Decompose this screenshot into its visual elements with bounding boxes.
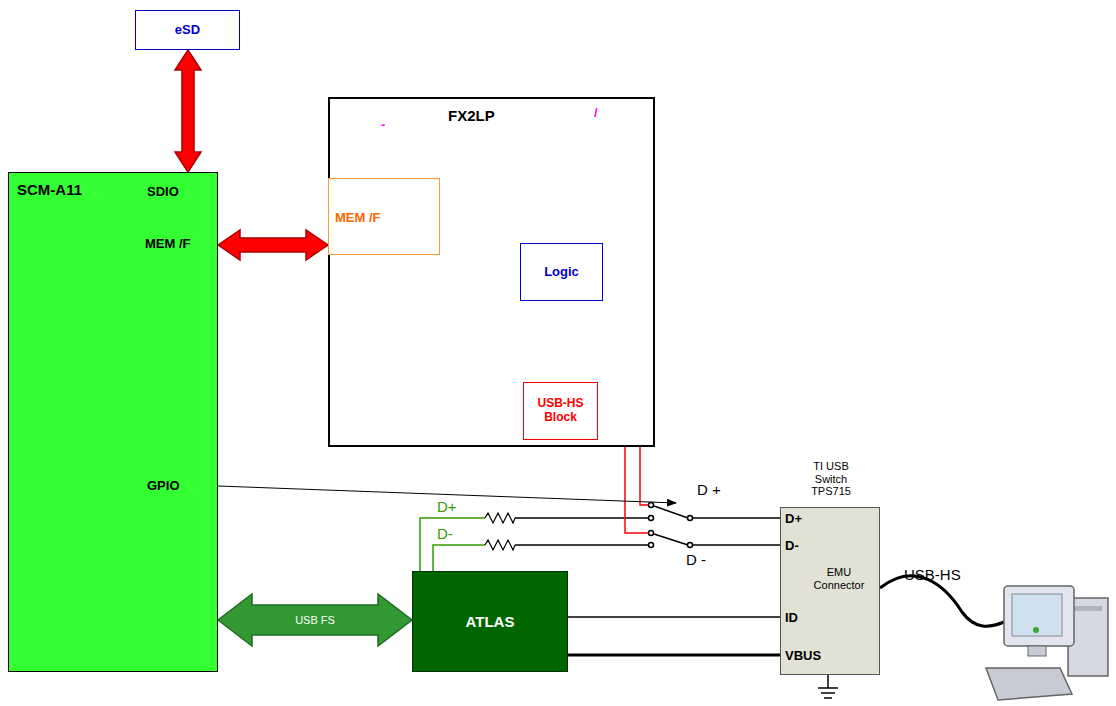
node-label: USB-HS Block [530, 397, 592, 425]
computer-illustration [986, 586, 1108, 700]
node-label: GPIO [147, 479, 180, 494]
node-label: eSD [175, 23, 200, 38]
usb-cable [880, 576, 1004, 627]
node-label: SDIO [147, 185, 179, 200]
memory-interface-box: MEM /F [328, 178, 440, 255]
signal-name: D - [686, 551, 706, 568]
node-label: FX2LP [448, 107, 495, 124]
stray-mark: / [594, 106, 598, 121]
cable-label: USB-HS [904, 566, 961, 583]
edge-label: USB FS [293, 614, 337, 627]
node-label: MEM /F [145, 237, 191, 252]
switch-input-wire [515, 518, 648, 545]
node-label: VBUS [785, 649, 821, 664]
node-label: D+ [785, 512, 802, 527]
usb-controller-box: FX2LP MEM /F LogicUSB-HS Block [328, 97, 655, 447]
node-label: ATLAS [466, 613, 515, 630]
processor-box: SCM-A11 SDIO MEM /F GPIO [8, 172, 218, 672]
ground-symbol [818, 675, 838, 698]
signal-name: D+ [437, 498, 457, 515]
bus-arrow [218, 230, 328, 260]
memory-card-box: eSD [135, 10, 240, 50]
usb-switch-symbol [649, 503, 693, 548]
usb-hs-block: USB-HS Block [523, 382, 598, 440]
vbus-wire [568, 654, 780, 657]
stray-mark: - [381, 118, 385, 133]
node-label: D- [785, 539, 799, 554]
node-label: SCM-A11 [17, 181, 82, 198]
power-ic-box: ATLAS [412, 571, 568, 672]
signal-name: D- [437, 525, 453, 542]
node-label: ID [785, 611, 798, 626]
signal-name: D + [697, 481, 721, 498]
emu-connector-box: TI USB Switch TPS715D+D-EMU ConnectorIDV… [780, 507, 880, 675]
bus-arrow [175, 50, 201, 172]
usb-fs-arrow [218, 594, 412, 646]
node-label: EMU Connector [801, 566, 877, 591]
resistor-symbol [485, 513, 515, 550]
atlas-dp-wire [420, 518, 485, 571]
switch-output-wire [693, 518, 780, 545]
id-wire [568, 616, 780, 618]
node-label: MEM /F [335, 211, 381, 226]
node-label: Logic [544, 265, 579, 280]
logic-box: Logic [520, 243, 603, 301]
node-heading: TI USB Switch TPS715 [798, 460, 864, 498]
